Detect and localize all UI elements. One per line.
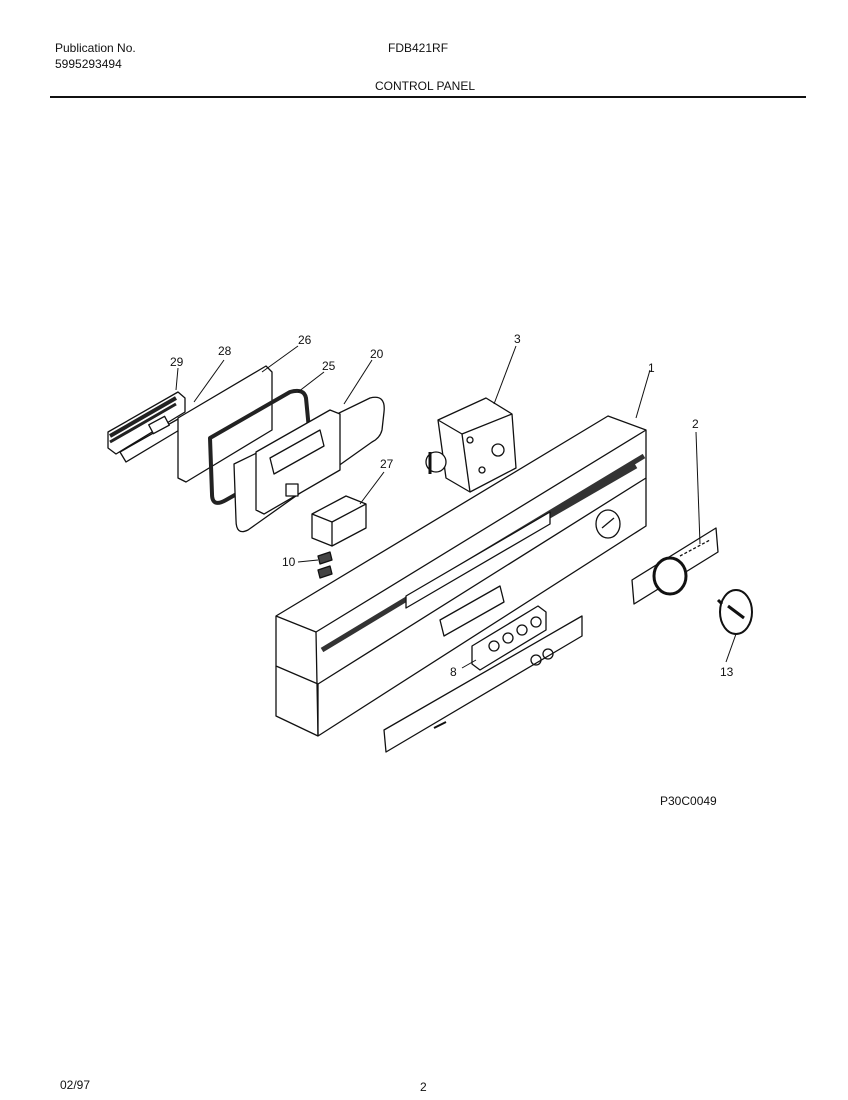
callout-26: 26: [298, 333, 312, 347]
callout-10: 10: [282, 555, 296, 569]
part-20-cover: [233, 396, 385, 533]
callout-28: 28: [218, 344, 232, 358]
publication-label: Publication No.: [55, 41, 136, 55]
part-10-screws: [317, 551, 333, 579]
header-rule: [50, 96, 806, 98]
part-8-buttons: [471, 605, 547, 671]
callout-20: 20: [370, 347, 384, 361]
footer-date: 02/97: [60, 1078, 91, 1092]
callout-3: 3: [514, 332, 521, 346]
leader-lines: [175, 345, 737, 669]
callout-8: 8: [450, 665, 457, 679]
part-3-timer: [425, 397, 517, 493]
section-title: CONTROL PANEL: [375, 79, 476, 93]
part-27-switch: [311, 495, 367, 547]
part-1-console: [275, 415, 647, 737]
publication-number: 5995293494: [55, 57, 122, 71]
model-number: FDB421RF: [388, 41, 449, 55]
figure-code: P30C0049: [660, 794, 717, 808]
page-number: 2: [420, 1080, 427, 1094]
callout-25: 25: [322, 359, 336, 373]
callout-13: 13: [720, 665, 734, 679]
callout-27: 27: [380, 457, 394, 471]
callout-2: 2: [692, 417, 699, 431]
callout-29: 29: [170, 355, 184, 369]
lower-decal: [383, 615, 583, 753]
part-28-panel-frame: [177, 365, 273, 483]
callout-1: 1: [648, 361, 655, 375]
part-2-overlay: [631, 527, 719, 605]
part-13-knob: [716, 589, 753, 635]
